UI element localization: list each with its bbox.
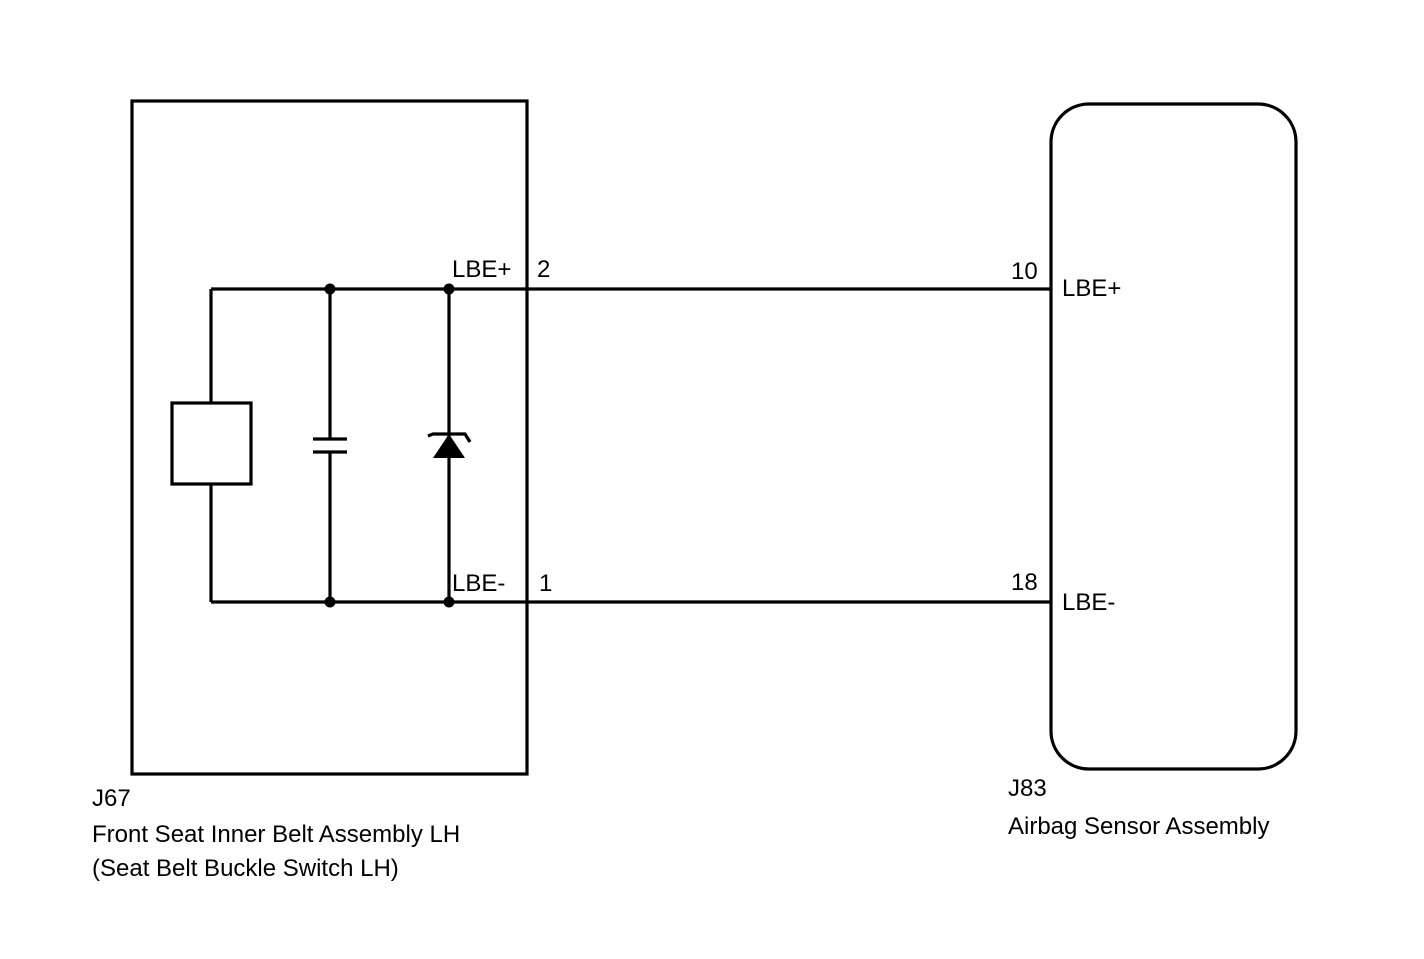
j67-name: Front Seat Inner Belt Assembly LH: [92, 821, 460, 848]
junction-dot: [324, 283, 336, 295]
j83-signal-lbe-plus: LBE+: [1062, 275, 1121, 302]
j67-pin-1: 1: [539, 570, 552, 597]
j67-subname: (Seat Belt Buckle Switch LH): [92, 855, 399, 882]
junction-dot: [443, 283, 455, 295]
resistor-icon: [170, 289, 253, 602]
j83-signal-lbe-minus: LBE-: [1062, 589, 1115, 616]
j83-pin-10: 10: [1011, 258, 1038, 285]
j83-box: [1049, 102, 1298, 771]
j67-box: [130, 99, 529, 776]
j67-signal-lbe-plus: LBE+: [452, 256, 511, 283]
junction-dot: [324, 596, 336, 608]
j67-signal-lbe-minus: LBE-: [452, 570, 505, 597]
junction-dot: [443, 596, 455, 608]
j67-pin-2: 2: [537, 256, 550, 283]
j83-code: J83: [1008, 775, 1047, 802]
capacitor-icon: [313, 289, 347, 602]
j67-code: J67: [92, 785, 131, 812]
zener-diode-icon: [427, 289, 472, 602]
j83-pin-18: 18: [1011, 569, 1038, 596]
j83-name: Airbag Sensor Assembly: [1008, 813, 1269, 840]
